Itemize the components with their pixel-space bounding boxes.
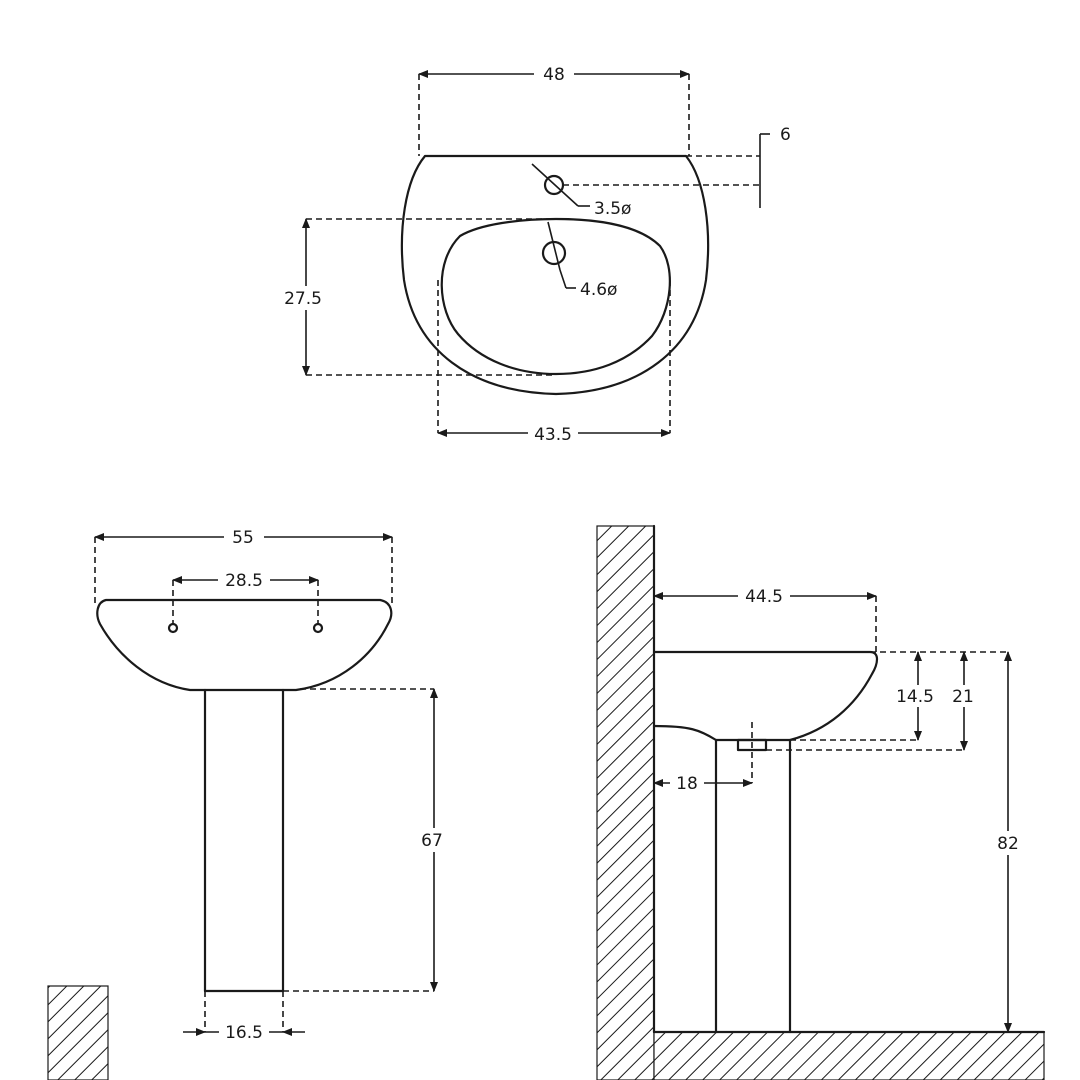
width-label: 48 (543, 65, 565, 85)
front-view: 55 28.5 67 16.5 (47, 525, 454, 1080)
total-height-label: 82 (997, 834, 1019, 854)
front-basin-outline (96, 598, 393, 692)
offset-label: 6 (780, 125, 791, 145)
fixing-hole-left (167, 622, 179, 634)
wall-hatch-fragment (47, 985, 109, 1080)
fixing-hole-right (312, 622, 324, 634)
waste-outlet (736, 738, 768, 752)
bowl-depth-label: 14.5 (896, 687, 934, 707)
floor-hatch (653, 1031, 1045, 1080)
tap-hole-leader (531, 163, 579, 207)
waste-offset-label: 18 (676, 774, 698, 794)
basin-outer-outline (400, 154, 710, 396)
basin-height-label: 21 (952, 687, 974, 707)
tap-hole-label: 3.5ø (594, 199, 631, 219)
bowl-width-label: 43.5 (534, 425, 572, 445)
projection-label: 44.5 (745, 587, 783, 607)
wall-hatch (596, 525, 655, 1080)
drain-hole (541, 240, 567, 266)
top-view: 48 6 3.5ø 4.6ø 27.5 43.5 (278, 62, 791, 445)
pedestal-height-label: 67 (421, 831, 443, 851)
fixing-spacing-label: 28.5 (225, 571, 263, 591)
side-basin-outline (652, 650, 879, 742)
depth-label: 27.5 (284, 289, 322, 309)
drain-hole-label: 4.6ø (580, 280, 617, 300)
bowl-inner-outline (440, 217, 671, 376)
drain-hole-leader (547, 221, 561, 271)
pedestal-width-label: 16.5 (225, 1023, 263, 1043)
side-view: 44.5 14.5 21 18 82 (596, 524, 1046, 1080)
overall-width-label: 55 (232, 528, 254, 548)
